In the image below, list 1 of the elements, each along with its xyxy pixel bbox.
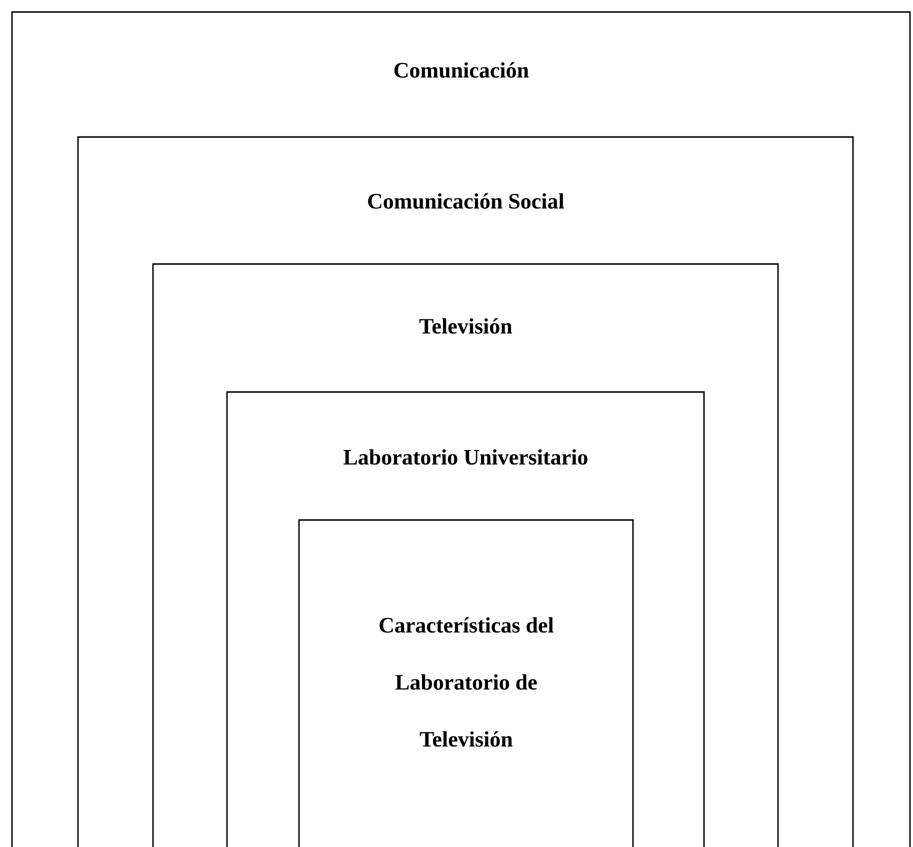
nested-box: Características del Laboratorio de Televisión [298, 519, 634, 847]
